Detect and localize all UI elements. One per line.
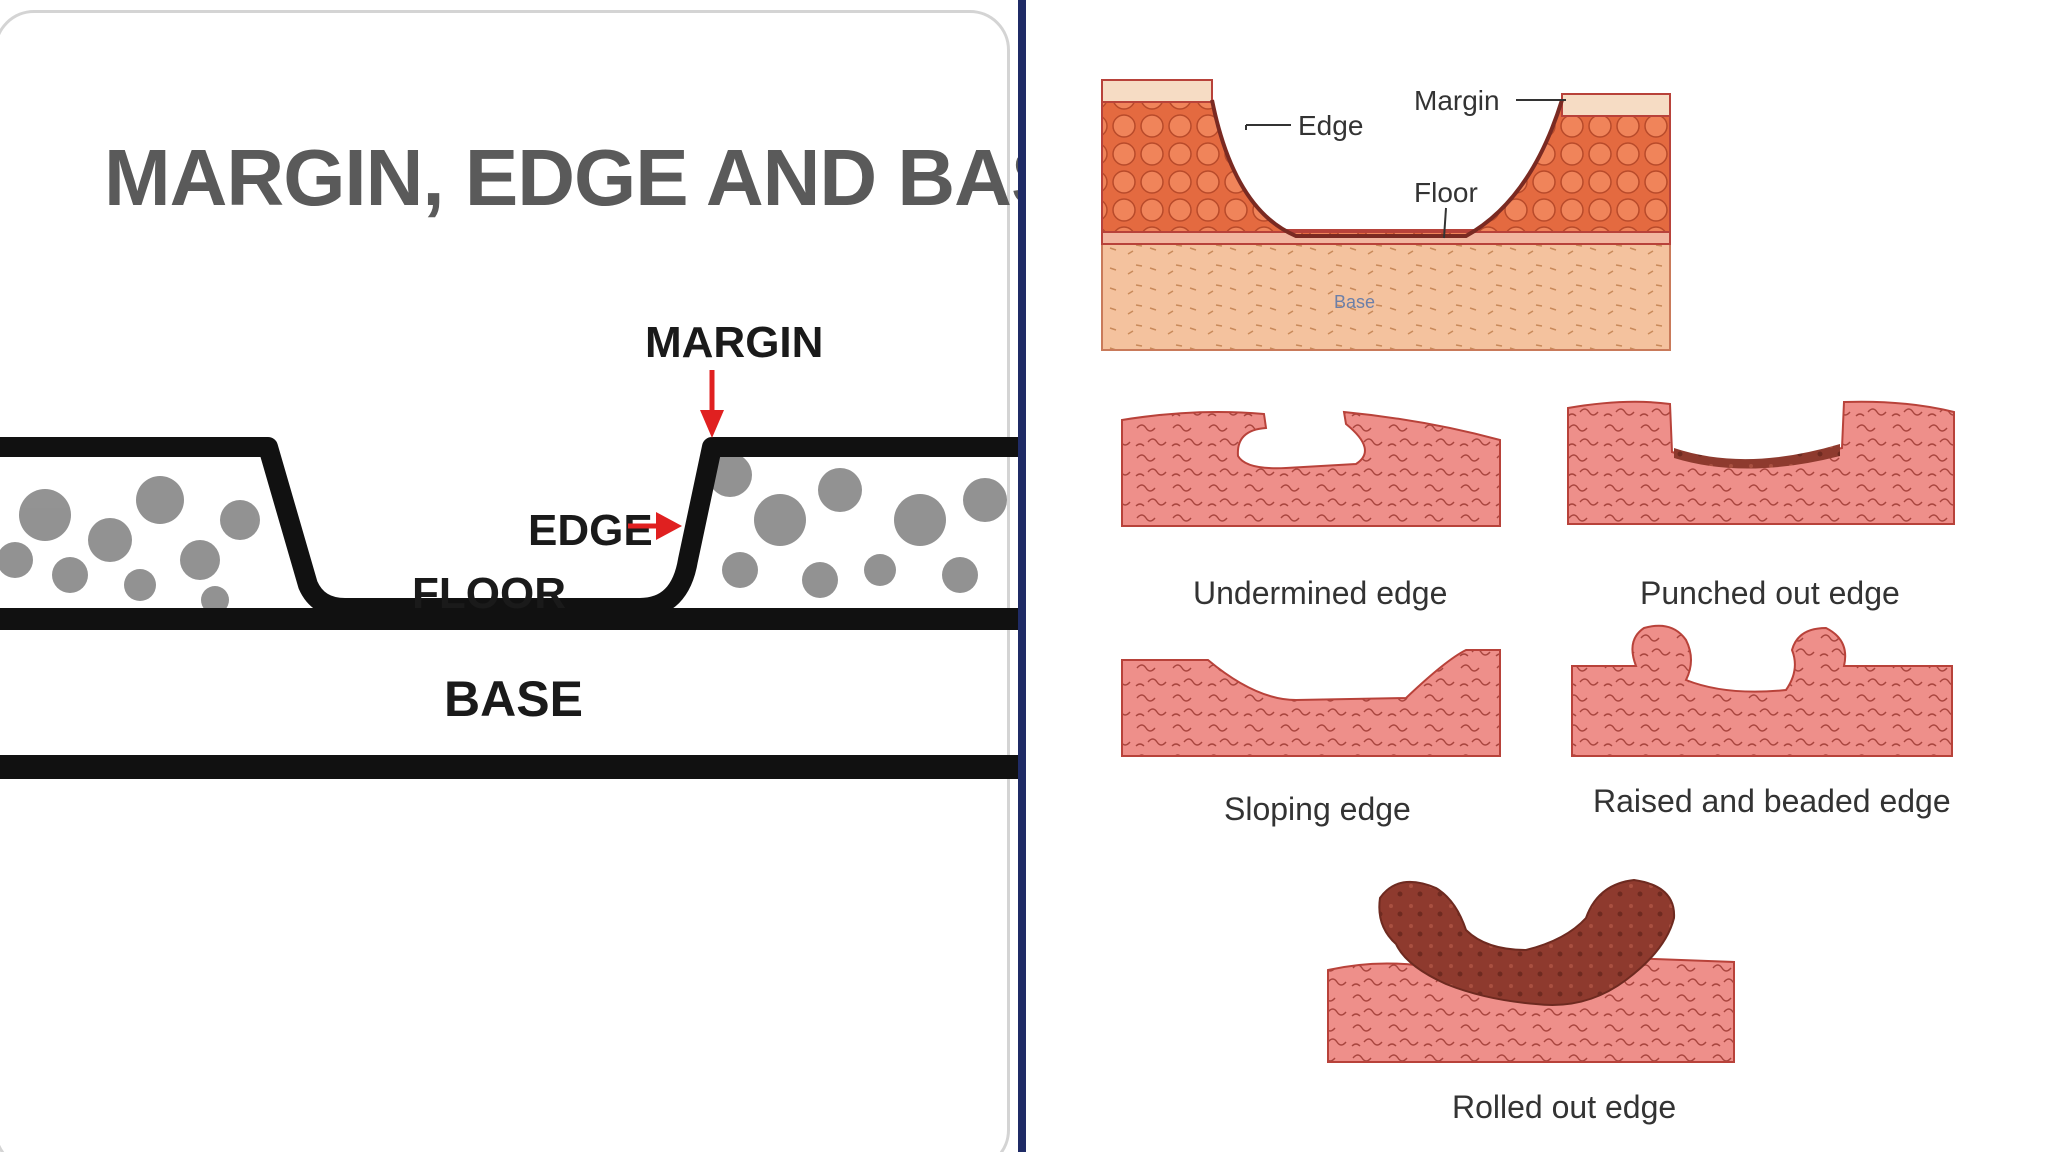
punched-out-edge-figure xyxy=(1567,400,1955,525)
caption-rolled: Rolled out edge xyxy=(1452,1089,1676,1125)
rolled-out-edge-figure xyxy=(1327,878,1735,1063)
left-panel: MARGIN, EDGE AND BASE MARGIN EDGE FLOOR … xyxy=(0,0,1018,1152)
label-top-edge: Edge xyxy=(1298,110,1363,141)
label-top-floor: Floor xyxy=(1414,177,1478,208)
tissue-texture-right xyxy=(708,453,1007,598)
caption-raised: Raised and beaded edge xyxy=(1593,783,1951,819)
label-edge: EDGE xyxy=(528,506,653,555)
label-margin: MARGIN xyxy=(645,318,823,367)
sloping-edge-figure xyxy=(1121,649,1501,757)
top-ulcer-diagram: Edge Margin Floor Base xyxy=(1101,79,1671,351)
undermined-edge-figure xyxy=(1121,410,1501,527)
arrow-margin xyxy=(700,370,724,438)
label-top-base: Base xyxy=(1334,292,1375,312)
raised-beaded-edge-figure xyxy=(1571,624,1953,757)
label-base: BASE xyxy=(444,671,583,727)
label-floor: FLOOR xyxy=(412,569,566,618)
margin-edge-base-diagram: MARGIN, EDGE AND BASE MARGIN EDGE FLOOR … xyxy=(0,133,1018,779)
tissue-texture-left xyxy=(0,476,260,614)
caption-sloping: Sloping edge xyxy=(1224,791,1411,827)
panel-divider xyxy=(1018,0,1026,1152)
base-bottom-line xyxy=(0,755,1018,779)
left-card xyxy=(0,10,1010,1152)
arrow-edge xyxy=(628,512,682,540)
right-panel: Edge Margin Floor Base Undermined edge P… xyxy=(1026,0,2048,1152)
label-top-margin: Margin xyxy=(1414,85,1500,116)
caption-undermined: Undermined edge xyxy=(1193,575,1447,611)
floor-line xyxy=(0,608,1018,630)
caption-punched: Punched out edge xyxy=(1640,575,1900,611)
diagram-title: MARGIN, EDGE AND BASE xyxy=(104,133,1018,222)
ulcer-edge-types-diagram: Edge Margin Floor Base Undermined edge P… xyxy=(1101,79,1955,1125)
